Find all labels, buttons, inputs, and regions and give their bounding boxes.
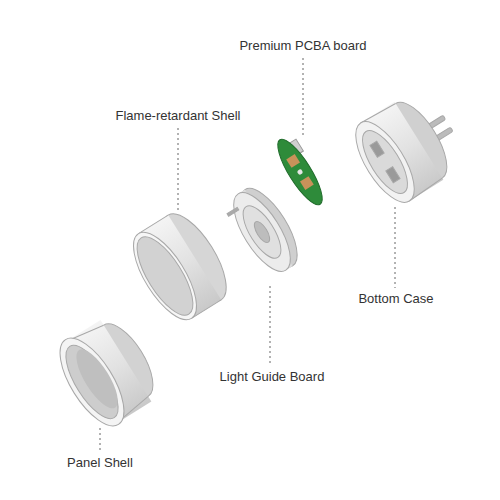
part-label: Light Guide Board bbox=[218, 369, 327, 385]
light-guide-part bbox=[221, 180, 308, 281]
pcba-board-part bbox=[271, 132, 332, 210]
flame-shell-part bbox=[122, 204, 239, 329]
bottom-case-part bbox=[345, 84, 473, 211]
part-label: Panel Shell bbox=[65, 455, 135, 471]
part-label: Premium PCBA board bbox=[237, 38, 368, 54]
panel-shell-part bbox=[48, 309, 168, 436]
part-label: Bottom Case bbox=[356, 291, 435, 307]
part-label: Flame-retardant Shell bbox=[114, 108, 243, 124]
